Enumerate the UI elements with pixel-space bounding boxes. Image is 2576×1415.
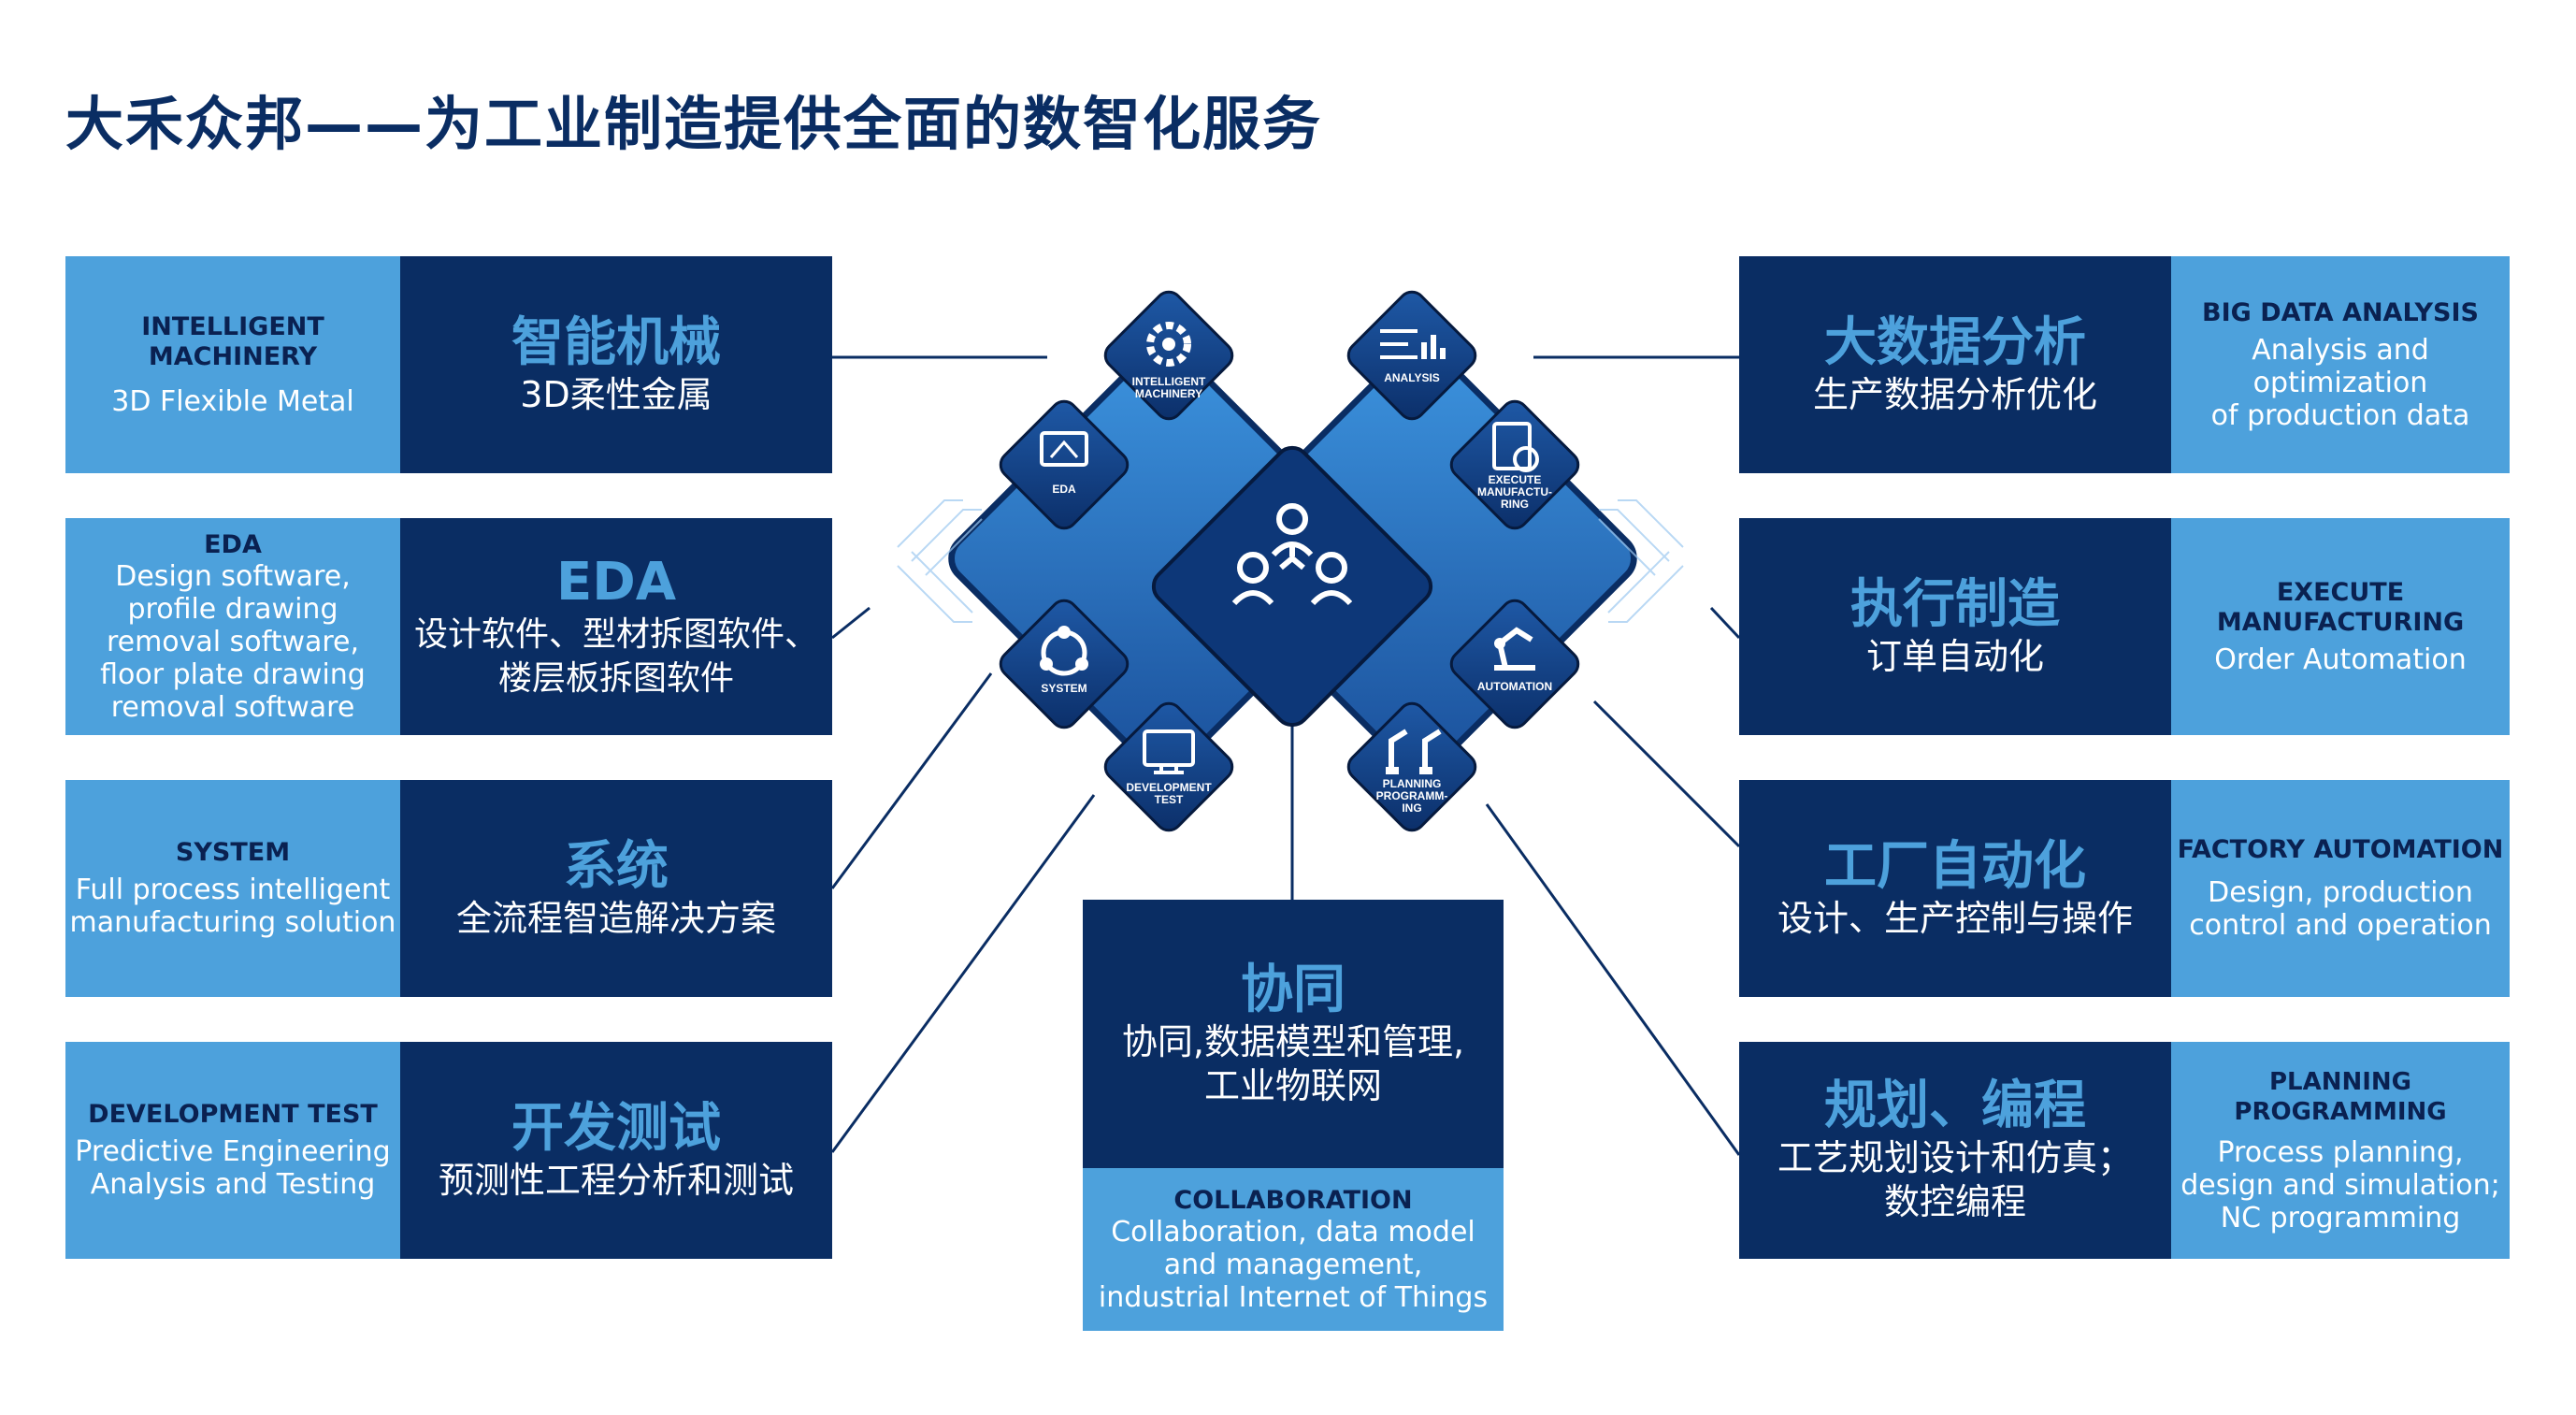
cn-title: 执行制造 <box>1850 573 2060 635</box>
left-en-box: DEVELOPMENT TEST Predictive Engineering … <box>65 1042 400 1259</box>
cn-title: 协同 <box>1241 959 1346 1020</box>
right-en-box: BIG DATA ANALYSIS Analysis and optimizat… <box>2171 256 2510 473</box>
en-desc: Predictive Engineering Analysis and Test… <box>75 1135 391 1201</box>
center-en-box: COLLABORATION Collaboration, data model … <box>1083 1168 1504 1331</box>
left-en-box: SYSTEM Full process intelligent manufact… <box>65 780 400 997</box>
en-desc: Analysis and optimization of production … <box>2210 333 2470 432</box>
cn-desc: 设计、生产控制与操作 <box>1777 897 2133 939</box>
cn-desc: 协同,数据模型和管理, 工业物联网 <box>1121 1020 1465 1106</box>
svg-text:EDA: EDA <box>1052 483 1076 496</box>
cn-desc: 全流程智造解决方案 <box>455 897 776 939</box>
en-desc: Collaboration, data model and management… <box>1098 1215 1489 1314</box>
svg-text:PROGRAMM-: PROGRAMM- <box>1376 789 1448 802</box>
svg-text:PLANNING: PLANNING <box>1383 777 1442 790</box>
left-en-box: INTELLIGENT MACHINERY 3D Flexible Metal <box>65 256 400 473</box>
cn-title: 工厂自动化 <box>1824 835 2086 897</box>
right-cn-box: 工厂自动化 设计、生产控制与操作 <box>1739 780 2171 997</box>
cn-title: 智能机械 <box>511 311 721 373</box>
left-cn-box: EDA 设计软件、型材拆图软件、 楼层板拆图软件 <box>400 518 832 735</box>
cn-title: 系统 <box>564 835 669 897</box>
left-cn-box: 系统 全流程智造解决方案 <box>400 780 832 997</box>
right-cn-box: 执行制造 订单自动化 <box>1739 518 2171 735</box>
en-desc: Design software, profile drawing removal… <box>100 559 366 724</box>
cn-desc: 工艺规划设计和仿真； 数控编程 <box>1777 1137 2133 1222</box>
en-title: DEVELOPMENT TEST <box>88 1100 378 1129</box>
cn-title: 大数据分析 <box>1824 311 2086 373</box>
svg-text:RING: RING <box>1501 498 1529 511</box>
en-desc: Design, production control and operation <box>2189 876 2492 942</box>
right-cn-box: 大数据分析 生产数据分析优化 <box>1739 256 2171 473</box>
cn-desc: 设计软件、型材拆图软件、 楼层板拆图软件 <box>413 615 818 698</box>
en-title: EXECUTE MANUFACTURING <box>2216 577 2465 637</box>
page-title: 大禾众邦——为工业制造提供全面的数智化服务 <box>65 90 1323 158</box>
en-title: SYSTEM <box>175 838 291 867</box>
svg-text:MANUFACTU-: MANUFACTU- <box>1477 485 1552 498</box>
collaboration-people-icon <box>1231 503 1353 606</box>
cn-desc: 预测性工程分析和测试 <box>438 1159 794 1201</box>
svg-text:AUTOMATION: AUTOMATION <box>1477 680 1552 693</box>
cn-title: 开发测试 <box>511 1097 721 1159</box>
svg-text:ANALYSIS: ANALYSIS <box>1384 371 1440 384</box>
en-desc: 3D Flexible Metal <box>111 384 354 418</box>
en-desc: Process planning, design and simulation;… <box>2180 1135 2500 1235</box>
left-cn-box: 开发测试 预测性工程分析和测试 <box>400 1042 832 1259</box>
svg-text:DEVELOPMENT: DEVELOPMENT <box>1126 781 1212 794</box>
right-en-box: EXECUTE MANUFACTURING Order Automation <box>2171 518 2510 735</box>
svg-text:INTELLIGENT: INTELLIGENT <box>1132 375 1206 388</box>
cn-title: EDA <box>555 552 677 613</box>
cn-desc: 订单自动化 <box>1865 635 2044 677</box>
cn-title: 规划、编程 <box>1824 1076 2086 1136</box>
svg-text:EXECUTE: EXECUTE <box>1489 473 1542 486</box>
svg-text:ING: ING <box>1402 801 1421 815</box>
en-desc: Full process intelligent manufacturing s… <box>69 874 396 939</box>
svg-text:MACHINERY: MACHINERY <box>1135 387 1202 400</box>
cn-desc: 3D柔性金属 <box>520 373 712 415</box>
right-cn-box: 规划、编程 工艺规划设计和仿真； 数控编程 <box>1739 1042 2171 1259</box>
svg-text:SYSTEM: SYSTEM <box>1041 682 1087 695</box>
left-cn-box: 智能机械 3D柔性金属 <box>400 256 832 473</box>
svg-text:TEST: TEST <box>1155 793 1184 806</box>
en-desc: Order Automation <box>2214 643 2467 676</box>
right-en-box: FACTORY AUTOMATION Design, production co… <box>2171 780 2510 997</box>
en-title: BIG DATA ANALYSIS <box>2202 297 2479 327</box>
cn-desc: 生产数据分析优化 <box>1812 373 2097 415</box>
left-en-box: EDA Design software, profile drawing rem… <box>65 518 400 735</box>
en-title: EDA <box>204 529 262 559</box>
center-cn-box: 协同 协同,数据模型和管理, 工业物联网 <box>1083 900 1504 1168</box>
en-title: INTELLIGENT MACHINERY <box>141 311 324 371</box>
right-en-box: PLANNING PROGRAMMING Process planning, d… <box>2171 1042 2510 1259</box>
en-title: FACTORY AUTOMATION <box>2177 835 2504 864</box>
en-title: PLANNING PROGRAMMING <box>2234 1067 2447 1126</box>
en-title: COLLABORATION <box>1173 1185 1413 1215</box>
